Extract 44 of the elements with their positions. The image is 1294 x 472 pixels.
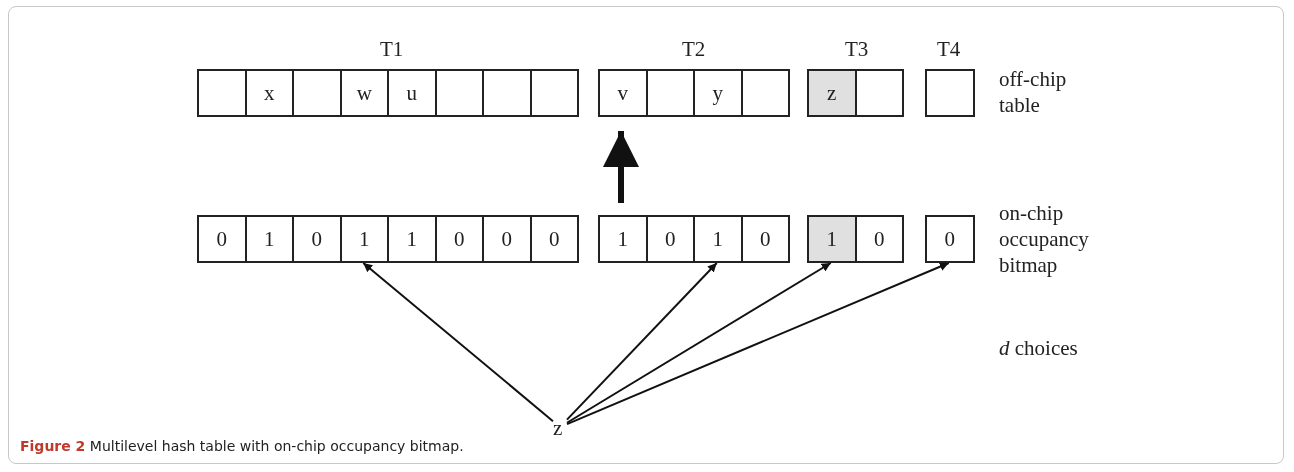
bitmap-bit: 0 (645, 215, 695, 263)
bitmap-bit: 0 (529, 215, 579, 263)
table-slot: z (807, 69, 857, 117)
bitmap-bit: 0 (482, 215, 532, 263)
bitmap-bit: 0 (434, 215, 484, 263)
bitmap-bit: 0 (292, 215, 342, 263)
table-slot (740, 69, 790, 117)
table-slot (197, 69, 247, 117)
bitmap-bit: 1 (807, 215, 857, 263)
bitmap-bit: 1 (387, 215, 437, 263)
arrow (566, 262, 832, 424)
row-label: on-chip occupancy bitmap (999, 200, 1090, 278)
note: d choices (999, 335, 1078, 361)
bitmap-bit: 1 (693, 215, 743, 263)
table-slot (434, 69, 484, 117)
row-label: off-chip table (999, 66, 1068, 118)
table-slot: w (339, 69, 389, 117)
table-heading: T4 (937, 36, 961, 62)
table-heading: T2 (682, 36, 706, 62)
hash-key: z (553, 416, 563, 441)
table-slot: x (244, 69, 294, 117)
table-slot (482, 69, 532, 117)
table-slot (529, 69, 579, 117)
arrow (603, 131, 639, 203)
table-slot: u (387, 69, 437, 117)
bitmap-bit: 1 (244, 215, 294, 263)
table-heading: T1 (380, 36, 404, 62)
table-heading: T3 (845, 36, 869, 62)
arrow (362, 262, 554, 423)
bitmap-bit: 0 (740, 215, 790, 263)
arrow (566, 262, 718, 421)
bitmap-bit: 1 (339, 215, 389, 263)
table-slot (854, 69, 904, 117)
table-slot (645, 69, 695, 117)
figure-caption: Figure 2 Multilevel hash table with on-chip occupancy bitmap. (20, 438, 464, 454)
bitmap-bit: 1 (598, 215, 648, 263)
table-slot (292, 69, 342, 117)
table-slot: y (693, 69, 743, 117)
arrow (566, 262, 950, 426)
table-slot (925, 69, 975, 117)
table-slot: v (598, 69, 648, 117)
bitmap-bit: 0 (854, 215, 904, 263)
bitmap-bit: 0 (197, 215, 247, 263)
bitmap-bit: 0 (925, 215, 975, 263)
